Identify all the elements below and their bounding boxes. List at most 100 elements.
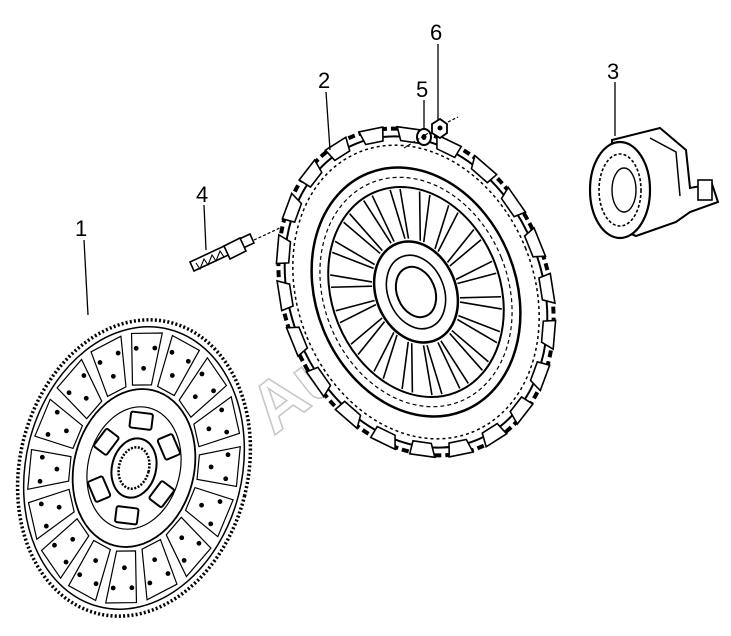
rivet-dot	[133, 345, 139, 351]
leader-1	[83, 239, 89, 316]
rivet-dot	[141, 365, 146, 371]
friction-pad	[196, 445, 241, 488]
diaphragm-finger	[343, 221, 381, 255]
rivet-dot	[147, 580, 153, 586]
diaphragm-finger	[449, 332, 483, 371]
friction-pad	[156, 334, 201, 397]
rivet-dot	[223, 476, 229, 482]
rivet-dot	[185, 358, 191, 364]
part-clutch-disc	[15, 318, 253, 618]
diaphragm-finger	[422, 194, 431, 243]
diaphragm-finger	[426, 345, 443, 395]
rivet-dot	[93, 581, 99, 587]
diaphragm-finger	[457, 272, 497, 285]
diaphragm-finger	[335, 299, 375, 312]
rivet-dot	[38, 501, 44, 507]
cover-lug	[529, 360, 551, 393]
rivet-dot	[83, 395, 89, 401]
cover-lug	[500, 186, 527, 218]
cover-lug	[540, 319, 557, 351]
rivet-dot	[192, 394, 198, 400]
rivet-dot	[152, 557, 158, 563]
cover-lug	[276, 279, 294, 312]
rivet-dot	[54, 409, 60, 415]
diaphragm-finger	[371, 195, 395, 242]
rivet-dot	[54, 466, 60, 472]
diaphragm-finger	[382, 334, 398, 379]
rivet-dot	[45, 432, 51, 437]
part-washer	[416, 128, 432, 146]
cover-lug	[523, 226, 547, 258]
cover-lug	[281, 191, 303, 224]
cover-lug	[275, 233, 292, 265]
rivet-dot	[165, 571, 171, 576]
rivet-dot	[64, 428, 69, 434]
diaphragm-finger	[334, 240, 376, 266]
rivet-dot	[56, 504, 62, 510]
rivet-dot	[169, 349, 175, 355]
part-bolt	[188, 226, 283, 273]
rivet-dot	[97, 360, 103, 365]
friction-pad	[40, 517, 90, 580]
diaphragm-finger	[373, 331, 395, 372]
diaphragm-finger	[451, 329, 489, 363]
diaphragm-finger	[440, 340, 469, 384]
cover-lug	[538, 272, 556, 305]
damper-window	[128, 410, 154, 431]
diaphragm-finger	[456, 318, 498, 344]
rivet-dot	[52, 542, 57, 548]
diaphragm-finger	[458, 314, 501, 333]
diaphragm-finger	[401, 341, 410, 390]
rivet-dot	[181, 558, 187, 563]
rivet-dot	[211, 388, 216, 394]
rivet-dot	[196, 540, 202, 546]
callout-1: 1	[75, 216, 87, 241]
cover-lug	[408, 439, 436, 459]
rivet-dot	[179, 535, 185, 541]
cover-lug	[436, 133, 463, 159]
rivet-dot	[208, 521, 214, 527]
rivet-dot	[115, 350, 121, 356]
part-release-bearing	[588, 126, 720, 240]
rivet-dot	[39, 454, 45, 460]
callout-2: 2	[318, 68, 330, 93]
diaphragm-finger	[399, 188, 410, 239]
diaphragm-finger	[350, 317, 383, 345]
rivet-dot	[224, 429, 230, 435]
diaphragm-finger	[422, 345, 433, 396]
rivet-dot	[199, 502, 204, 508]
friction-pad	[27, 448, 72, 491]
rivet-dot	[43, 523, 49, 529]
rivet-dot	[152, 345, 158, 351]
damper-window	[114, 505, 140, 526]
rivet-dot	[77, 572, 83, 578]
diaphragm-finger	[410, 343, 414, 393]
assembly-line-fastener	[403, 131, 431, 149]
rivet-dot	[219, 407, 225, 413]
rivet-dot	[110, 585, 116, 591]
callout-6: 6	[430, 20, 442, 45]
friction-pad	[193, 395, 241, 448]
cover-lug	[324, 135, 351, 162]
rivet-dot	[81, 373, 87, 378]
cover-lug	[509, 395, 535, 426]
cover-lug	[481, 422, 508, 449]
diaphragm-finger	[437, 212, 459, 253]
diaphragm-finger	[437, 342, 461, 389]
rivet-dot	[66, 390, 72, 396]
cover-lug	[285, 326, 309, 358]
diaphragm-finger	[330, 285, 373, 289]
part-pressure-plate	[275, 125, 557, 459]
diaphragm-finger	[455, 260, 493, 281]
damper-window	[156, 433, 181, 461]
part-nut	[431, 116, 459, 140]
callout-3: 3	[607, 59, 619, 84]
diaphragm-finger	[449, 239, 482, 267]
damper-window	[148, 480, 175, 508]
rivet-dot	[217, 499, 223, 504]
friction-pad	[67, 539, 112, 602]
cover-lug	[448, 438, 475, 458]
cover-lug	[369, 425, 396, 451]
diaphragm-finger	[459, 301, 502, 310]
